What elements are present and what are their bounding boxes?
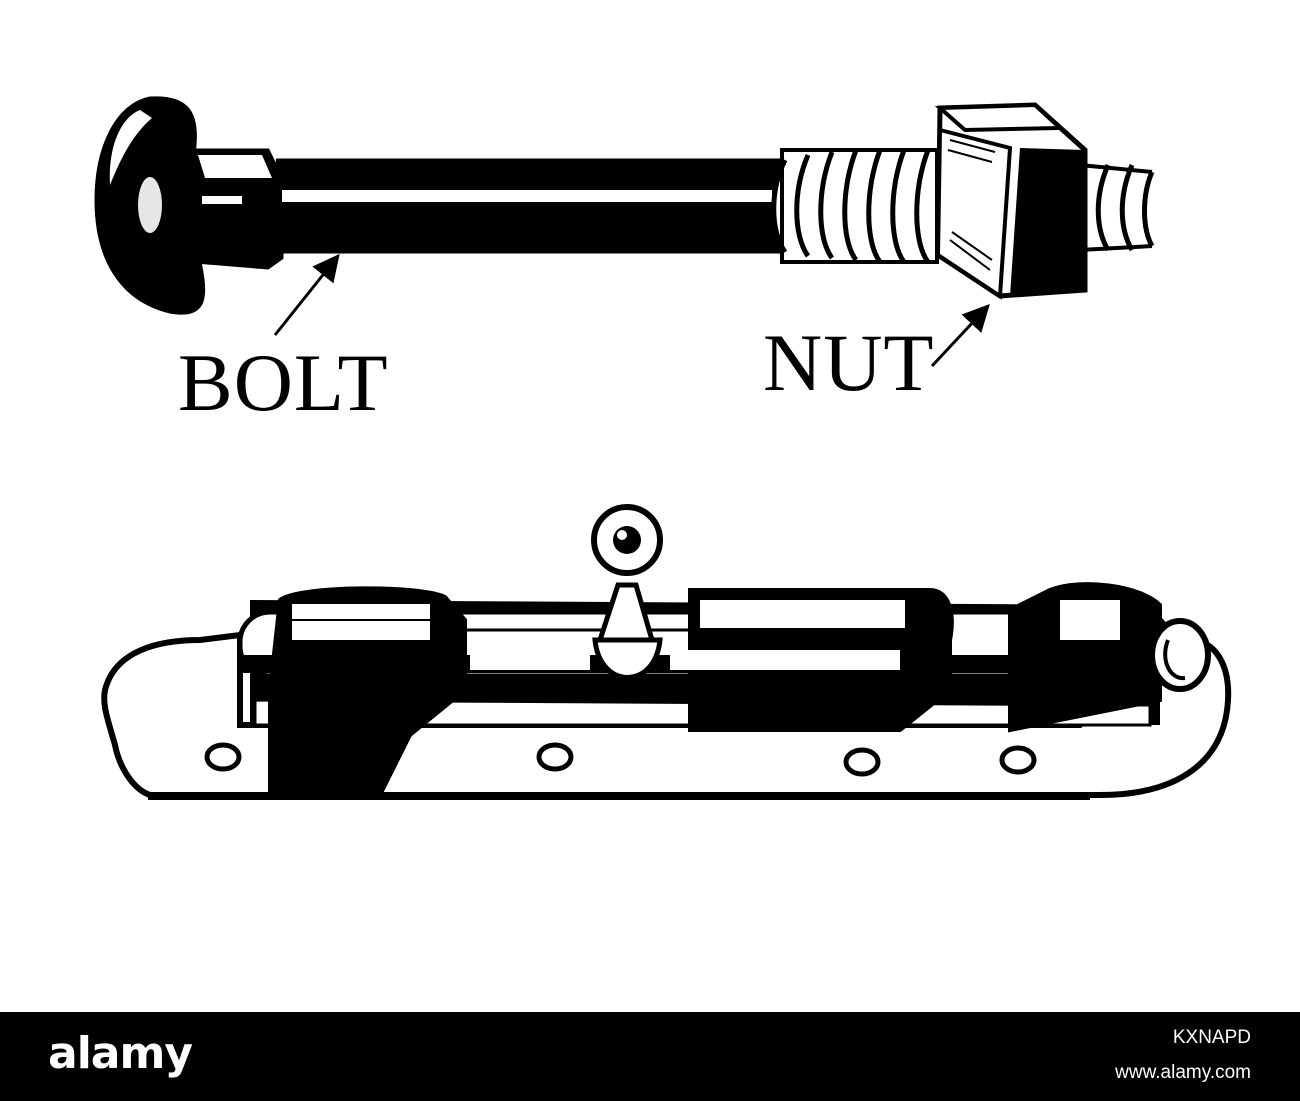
illustration-canvas — [94, 96, 1232, 800]
site-url-text: www.alamy.com — [1115, 1062, 1251, 1083]
nut-pointer-arrow — [930, 304, 990, 368]
square-nut-drawing — [934, 102, 1088, 300]
nut-label: NUT — [763, 317, 935, 408]
alamy-logo: alamy — [48, 1028, 193, 1079]
barrel-bolt-latch-drawing — [101, 504, 1232, 800]
image-id-text: KXNAPD — [1172, 1027, 1251, 1048]
bolt-pointer-arrow — [273, 253, 340, 336]
watermark-footer: alamy KXNAPD www.alamy.com — [0, 1012, 1300, 1101]
carriage-bolt-drawing — [94, 96, 1155, 315]
bolt-label: BOLT — [178, 337, 389, 428]
